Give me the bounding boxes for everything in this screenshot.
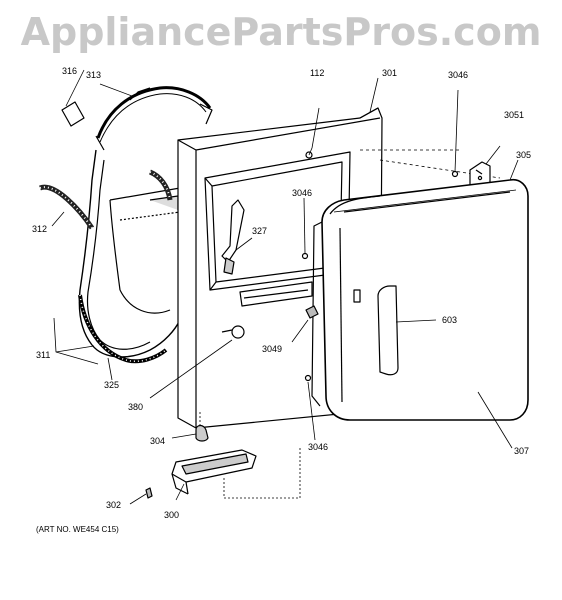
callout-3049: 3049 <box>262 344 283 354</box>
part-300-filter-housing <box>171 446 301 501</box>
part-3049-bumper <box>291 305 319 343</box>
leader-301 <box>369 77 379 113</box>
part-304-foot <box>171 412 209 442</box>
callout-311: 311 <box>36 350 51 360</box>
callout-316: 316 <box>62 66 78 76</box>
callout-304: 304 <box>150 436 166 446</box>
callout-327: 327 <box>252 226 268 236</box>
part-312-seal <box>39 169 173 230</box>
callout-3051: 3051 <box>504 110 525 120</box>
part-325-lower-seal <box>78 294 168 364</box>
leader-316 <box>65 69 85 107</box>
leader-327 <box>235 237 253 251</box>
callout-300: 300 <box>164 510 180 520</box>
callout-307: 307 <box>514 446 530 456</box>
leader-313 <box>99 83 133 97</box>
callout-603: 603 <box>442 315 458 325</box>
callout-325: 325 <box>104 380 120 390</box>
leader-312 <box>51 211 65 227</box>
part-307-door <box>311 178 529 449</box>
part-380-knob <box>149 325 245 399</box>
leader-311 <box>55 345 95 353</box>
part-3046-screw-mid <box>301 197 309 260</box>
part-316-strip <box>61 101 85 127</box>
bracket-311 <box>53 317 99 365</box>
callout-380: 380 <box>128 402 144 412</box>
part-3046-screw-low <box>304 374 316 441</box>
callout-3046-top: 3046 <box>448 70 469 80</box>
part-3046-screw-top <box>451 89 459 178</box>
callout-302: 302 <box>106 500 122 510</box>
art-number: (ART NO. WE454 C15) <box>36 525 119 534</box>
callout-112: 112 <box>310 68 325 78</box>
callout-313: 313 <box>86 70 102 80</box>
callout-3046-low: 3046 <box>308 442 329 452</box>
callout-305: 305 <box>516 150 532 160</box>
callout-301: 301 <box>382 68 398 78</box>
part-302-screw <box>129 487 153 505</box>
callout-3046-mid: 3046 <box>292 188 313 198</box>
part-112-screw <box>305 107 320 159</box>
part-313-bracket <box>95 86 213 151</box>
callout-312: 312 <box>32 224 48 234</box>
leader-305 <box>509 159 519 181</box>
leader-325 <box>107 357 113 381</box>
watermark-text: AppliancePartsPros.com <box>20 10 542 54</box>
